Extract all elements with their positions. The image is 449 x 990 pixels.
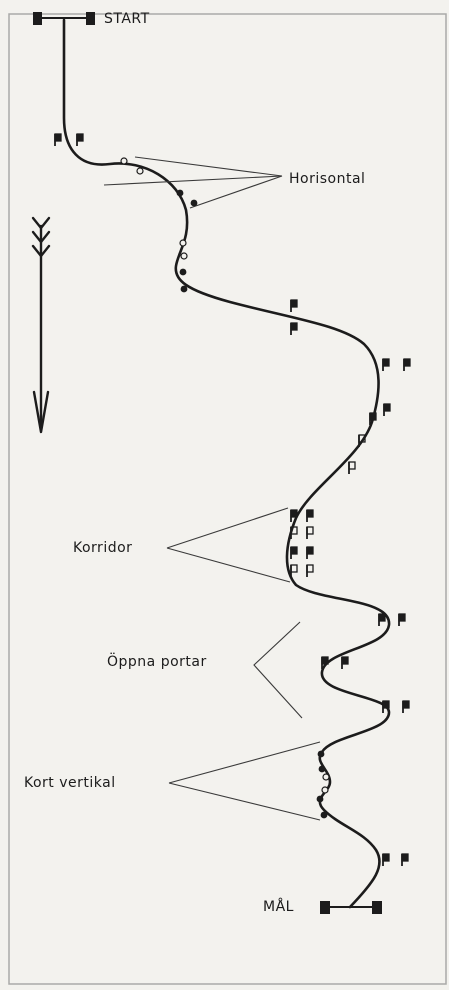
hollow-marker xyxy=(136,167,144,175)
hollow-markers xyxy=(120,157,330,794)
filled-marker xyxy=(318,765,326,773)
gate-flag-icon xyxy=(382,700,390,713)
gate-flag-icon xyxy=(382,853,390,866)
gate-flag-icon xyxy=(306,564,314,577)
oppna-portar-label: Öppna portar xyxy=(107,654,207,670)
hollow-marker xyxy=(321,786,329,794)
horisontal-label: Horisontal xyxy=(289,171,366,187)
gate-flag-icon xyxy=(383,403,391,416)
gate-flag-icon xyxy=(358,434,366,447)
gate-flag-icon xyxy=(401,853,409,866)
gate-flag-icon xyxy=(369,412,377,425)
gate-flag-icon xyxy=(348,461,356,474)
ski-track-line xyxy=(62,18,391,909)
gate-flag-icon xyxy=(76,133,84,146)
hollow-marker xyxy=(120,157,128,165)
gate-flag-icon xyxy=(403,358,411,371)
gate-flag-icon xyxy=(306,526,314,539)
filled-marker xyxy=(180,285,188,293)
gate-flag-icon xyxy=(321,656,329,669)
gate-flag-icon xyxy=(290,509,298,522)
gate-flag-icon xyxy=(290,564,298,577)
gate-flag-icon xyxy=(54,133,62,146)
hollow-marker xyxy=(322,773,330,781)
direction-arrow-icon xyxy=(31,216,51,434)
gate-flags xyxy=(54,133,411,866)
hollow-marker xyxy=(179,239,187,247)
filled-marker xyxy=(320,811,328,819)
hollow-marker xyxy=(180,252,188,260)
leader-lines xyxy=(103,156,321,821)
gate-flag-icon xyxy=(341,656,349,669)
goal-label: MÅL xyxy=(263,899,294,915)
gate-flag-icon xyxy=(402,700,410,713)
page-border xyxy=(8,13,447,985)
gate-flag-icon xyxy=(290,526,298,539)
gate-flag-icon xyxy=(290,299,298,312)
korridor-label: Korridor xyxy=(73,540,133,556)
start-bar xyxy=(33,12,95,25)
kort-vertikal-label: Kort vertikal xyxy=(24,775,116,791)
filled-marker xyxy=(316,795,324,803)
gate-flag-icon xyxy=(290,546,298,559)
gate-flag-icon xyxy=(290,322,298,335)
filled-marker xyxy=(179,268,187,276)
gate-flag-icon xyxy=(306,546,314,559)
filled-marker xyxy=(317,750,325,758)
filled-markers xyxy=(176,189,328,819)
filled-marker xyxy=(190,199,198,207)
gate-flag-icon xyxy=(382,358,390,371)
gate-flag-icon xyxy=(306,509,314,522)
filled-marker xyxy=(176,189,184,197)
gate-flag-icon xyxy=(378,613,386,626)
start-label: START xyxy=(104,11,150,27)
gate-flag-icon xyxy=(398,613,406,626)
